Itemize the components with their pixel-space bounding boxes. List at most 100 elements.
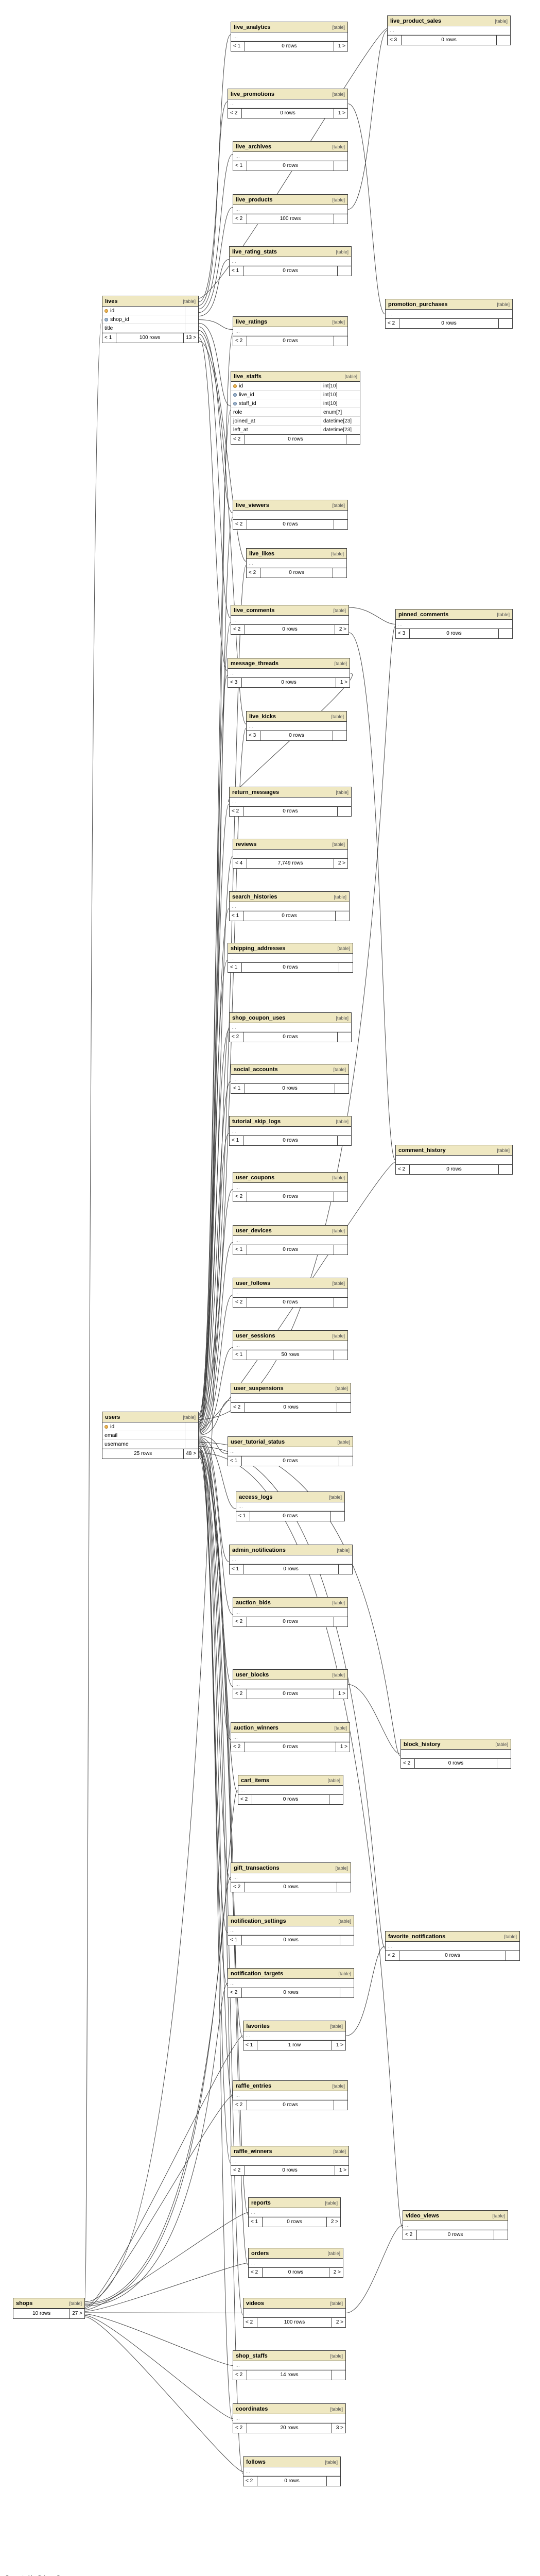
table-type-label: [table] (344, 374, 357, 379)
child-count: 1 > (340, 1744, 347, 1750)
relationship-edge (198, 1437, 236, 1509)
parent-count: < 1 (251, 2219, 258, 2225)
table-header: live_archives[table] (233, 142, 347, 152)
table-type-label: [table] (183, 298, 196, 304)
row-count: 0 rows (245, 1883, 337, 1892)
column-type (185, 1440, 198, 1448)
row-count: 0 rows (243, 1136, 338, 1145)
table-header: raffle_entries[table] (233, 2081, 347, 2091)
parent-count: < 2 (240, 1797, 248, 1802)
table-name: auction_winners (234, 1724, 278, 1731)
table-type-label: [table] (336, 1118, 349, 1124)
table-name: admin_notifications (232, 1547, 286, 1553)
parent-count: < 1 (235, 1352, 243, 1358)
table-header: notification_targets[table] (228, 1969, 354, 1979)
table-name: favorites (246, 2023, 270, 2029)
table-name: search_histories (232, 893, 277, 900)
table-header: return_messages[table] (230, 787, 351, 798)
child-count (334, 161, 347, 171)
table-name: shops (16, 2300, 33, 2307)
ellipsis: … (230, 670, 235, 675)
row-count: 0 rows (409, 629, 499, 638)
relationship-edge (198, 1029, 230, 1427)
ellipsis: … (230, 1448, 235, 1454)
child-count (334, 336, 347, 346)
child-count (338, 266, 351, 276)
column-type: datetime[23] (321, 417, 360, 425)
child-count: 1 > (338, 1691, 345, 1697)
table-name: reviews (236, 841, 257, 848)
table-type-label: [table] (333, 1066, 346, 1072)
column-type: int[10] (321, 391, 360, 399)
table-type-label: [table] (331, 714, 344, 719)
relationship-edge (84, 1983, 228, 2307)
table-name: live_rating_stats (232, 248, 277, 255)
row-count: 0 rows (241, 1936, 340, 1945)
row-count: 0 rows (247, 1689, 334, 1699)
table-header: reviews[table] (233, 839, 347, 850)
parent-count: < 2 (403, 1760, 411, 1766)
child-count (334, 520, 347, 529)
table-name: lives (105, 298, 118, 304)
row-count: 0 rows (247, 1298, 334, 1307)
child-count: 2 > (333, 2269, 341, 2275)
